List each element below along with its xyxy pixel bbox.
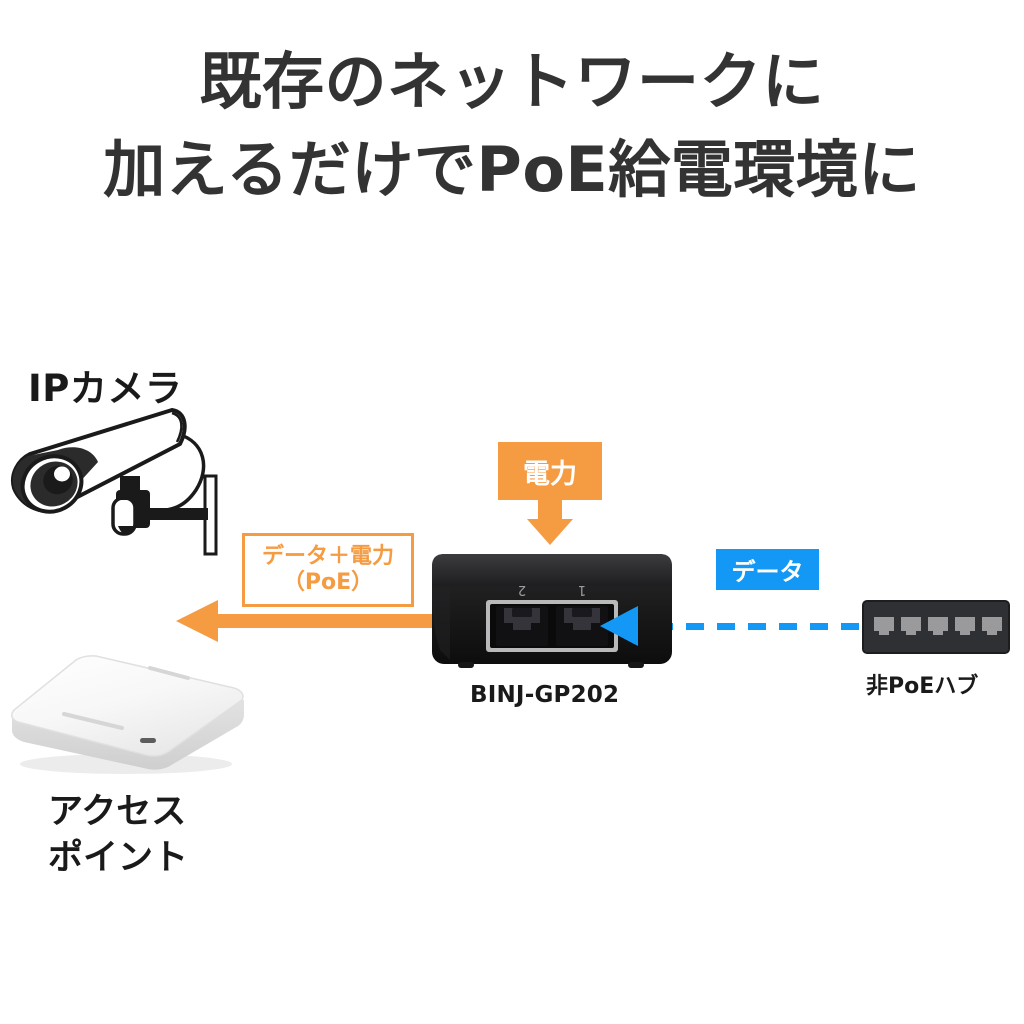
- page-title-line-1: 既存のネットワークに: [199, 45, 825, 118]
- data-flow-dashed-line: [655, 623, 860, 630]
- power-callout-arrow-shaft: [538, 499, 562, 521]
- power-callout-text: 電力: [523, 458, 577, 490]
- poe-flow-arrow-head: [176, 600, 218, 642]
- poe-callout-line-2: （PoE）: [282, 570, 374, 595]
- network-hub-icon: [862, 600, 1010, 654]
- injector-port-label-1: 1: [578, 582, 586, 597]
- poe-callout-line-1: データ＋電力: [261, 544, 394, 570]
- data-flow-arrow-head: [600, 606, 638, 646]
- access-point-label: アクセス ポイント: [48, 790, 188, 881]
- poe-injector-icon: 2 1: [428, 548, 676, 676]
- power-callout-badge: 電力: [498, 442, 602, 500]
- injector-port-label-2: 2: [518, 582, 526, 597]
- ip-camera-label: IPカメラ: [28, 367, 183, 410]
- ip-camera-icon: [0, 398, 260, 573]
- page-title-line-2: 加えるだけでPoE給電環境に: [103, 133, 921, 207]
- power-callout-arrow-head: [527, 519, 573, 545]
- poe-callout-box: データ＋電力 （PoE）: [242, 533, 414, 607]
- non-poe-hub-label: 非PoEハブ: [866, 674, 979, 699]
- access-point-icon: [2, 652, 250, 777]
- poe-injector-label: BINJ-GP202: [470, 682, 620, 708]
- page-title: 既存のネットワークに 加えるだけでPoE給電環境に: [0, 38, 1024, 214]
- data-callout-badge: データ: [716, 549, 819, 590]
- access-point-label-line-1: アクセス: [48, 792, 187, 832]
- access-point-label-line-2: ポイント: [48, 837, 189, 878]
- data-callout-text: データ: [731, 558, 804, 586]
